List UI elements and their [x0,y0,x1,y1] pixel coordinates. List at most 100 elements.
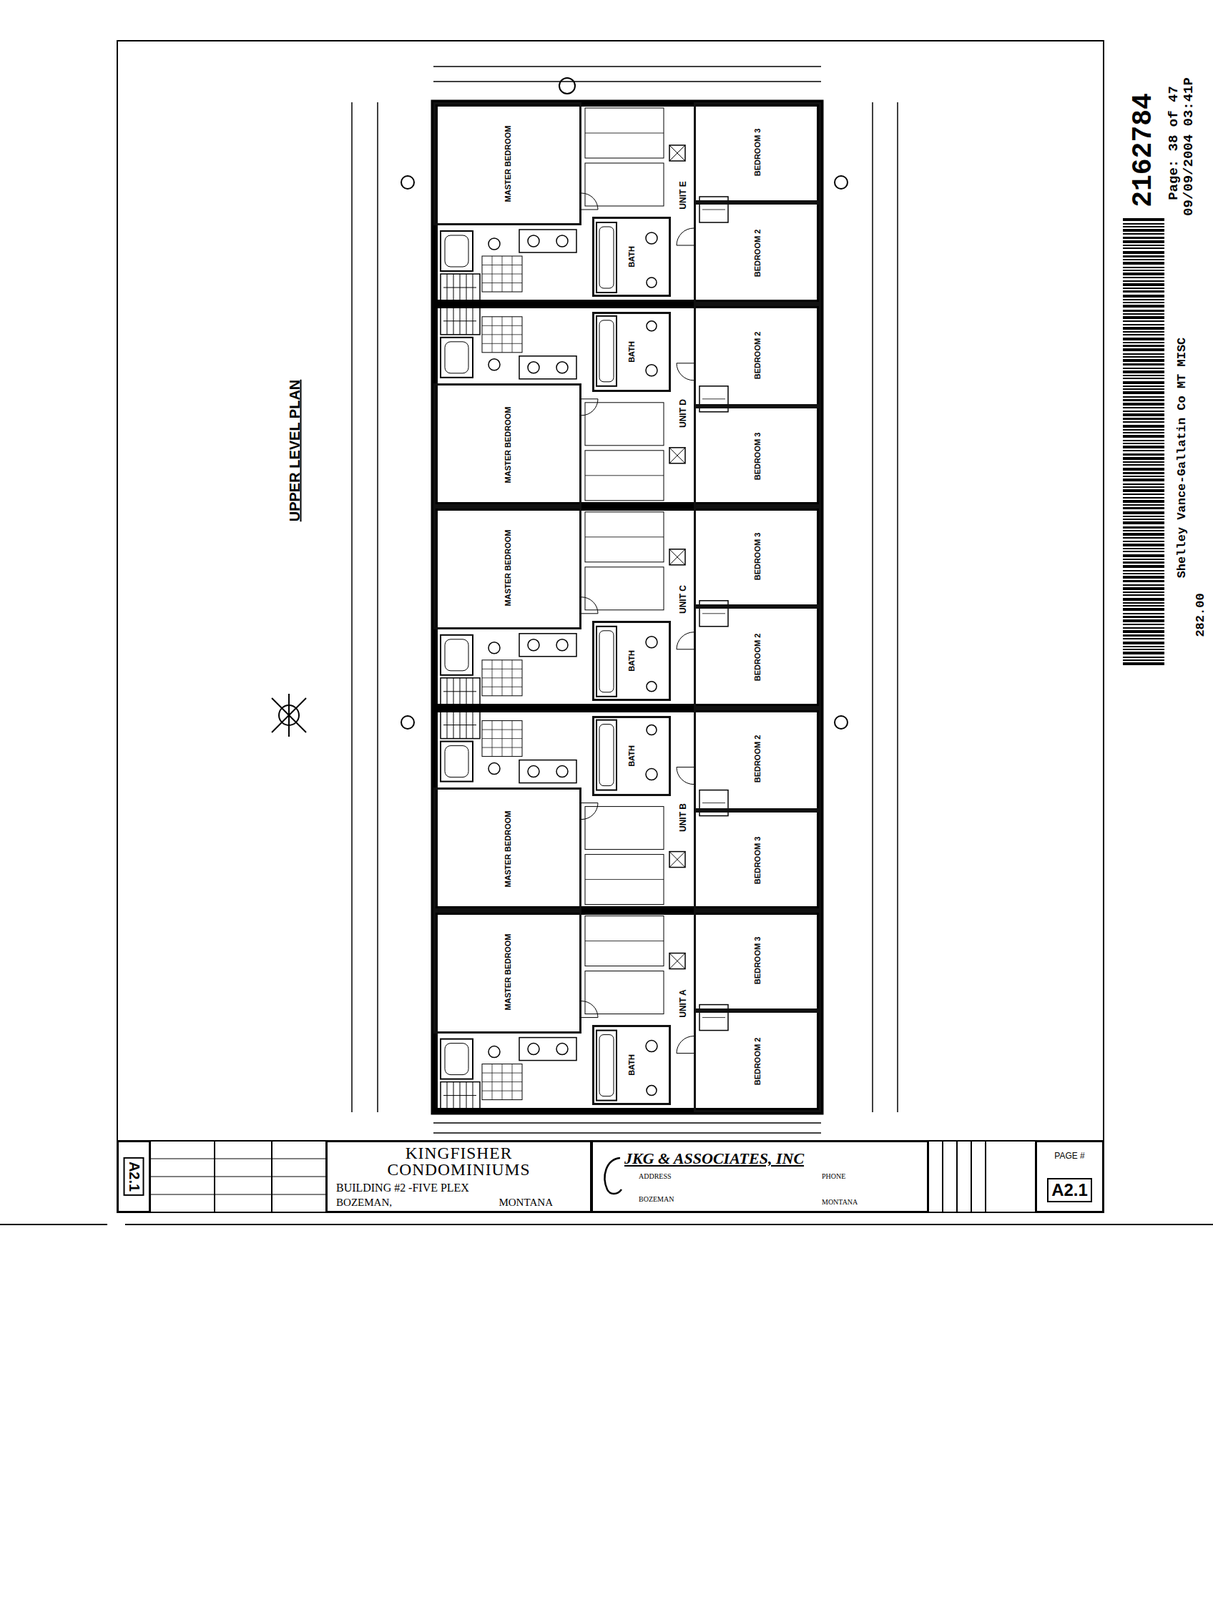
bathtub [596,316,617,387]
tile-floor [482,316,523,353]
barcode-bar [1122,504,1165,506]
room: MASTER BEDROOM [433,506,582,630]
barcode-bar [1122,651,1165,655]
toilet [645,364,658,377]
barcode-bar [1122,233,1165,235]
barcode-bar [1122,659,1165,661]
barcode-bar [1122,431,1165,434]
page-rule [125,1223,1213,1226]
barcode-bar [1122,290,1165,293]
room-label: BATH [627,745,636,767]
bathtub [599,630,614,693]
room: MASTER BEDROOM [433,910,582,1034]
room-label: BEDROOM 3 [753,532,762,581]
tile-line [482,677,523,679]
barcode-bar [1122,472,1165,475]
tile-line [482,343,523,345]
stair [440,678,480,706]
grid-bubbles [401,77,848,729]
barcode-bar [1122,511,1165,515]
logo-swoosh [605,1157,622,1194]
sheet-number: A2.1 [123,1157,145,1196]
vanity-counter [519,229,577,253]
bathtub [599,320,614,382]
barcode-bar [1122,645,1165,648]
tile-line [482,729,523,731]
title-block-lines [117,1140,1104,1213]
barcode-bar [1122,385,1165,387]
chase [669,851,686,868]
room: BATH [592,311,671,392]
recording-stamp: 282.00 [1193,592,1208,637]
bathtub [596,222,617,293]
barcode-bar [1122,543,1165,547]
barcode-bar [1122,334,1165,336]
barcode-bar [1122,591,1165,593]
barcode-bar [1122,597,1165,601]
tile-line [482,264,523,266]
project-name: KINGFISHER CONDOMINIUMS [336,1145,582,1179]
sink [556,765,568,778]
room-label: BEDROOM 2 [753,735,762,784]
toilet [645,636,658,648]
barcode-bar [1122,266,1165,269]
tile-line [482,282,523,284]
sink [646,681,657,692]
sink [527,639,540,651]
architect-box: JKG & ASSOCIATES, INCADDRESSBOZEMANPHONE… [591,1140,929,1213]
barcode-bar [1122,554,1165,558]
barcode-bar [1122,301,1165,304]
firm-detail: ADDRESS [638,1172,672,1181]
barcode-bar [1122,457,1165,460]
barcode-bar [1122,287,1165,289]
barcode-bar [1122,499,1165,503]
toilet [488,642,500,654]
tile-line [482,325,523,327]
unit-band: UNIT CMASTER BEDROOMBATHBEDROOM 3BEDROOM… [433,506,822,709]
unit-label: UNIT D [678,399,689,428]
barcode-bar [1122,348,1165,352]
door-swing [676,363,694,381]
tile-line [482,738,523,739]
tile-line [482,1081,523,1083]
page-rule [0,1223,108,1226]
tile-floor [482,720,523,757]
unit-band: UNIT EMASTER BEDROOMBATHBEDROOM 3BEDROOM… [433,102,822,304]
closet [585,450,664,501]
barcode-bar [1122,406,1165,409]
room: BATH [592,620,671,701]
vanity-counter [519,1037,577,1061]
sink [646,725,657,736]
stair-arrow [443,1094,477,1096]
barcode-bar [1122,587,1165,591]
barcode-bar [1122,497,1165,499]
barcode-bar [1122,449,1165,452]
stair-arrow [443,690,477,692]
barcode-bar [1122,240,1165,244]
room: BEDROOM 3 [693,506,822,607]
chase [669,145,686,161]
barcode-bar [1122,518,1165,520]
stair-arrow [443,724,477,726]
closet [585,971,664,1015]
firm-detail: PHONE [821,1172,846,1181]
barcode-bar [1122,461,1165,463]
barcode-bar [1122,570,1165,572]
barcode-bar [1122,280,1165,282]
barcode-bar [1122,261,1165,265]
barcode-bar [1122,298,1165,301]
chase-x [669,549,686,566]
vanity-counter [519,633,577,657]
barcode-bar [1122,575,1165,579]
bathtub [596,626,617,697]
barcode-bar [1122,370,1165,374]
tile-line [482,273,523,275]
room-label: BATH [627,246,636,268]
sink [527,361,540,374]
toilet [488,1046,500,1058]
barcode-bar [1122,467,1165,471]
barcode-bar [1122,356,1165,358]
closet-rod [585,536,664,538]
room: MASTER BEDROOM [433,383,582,507]
closet [585,806,664,850]
